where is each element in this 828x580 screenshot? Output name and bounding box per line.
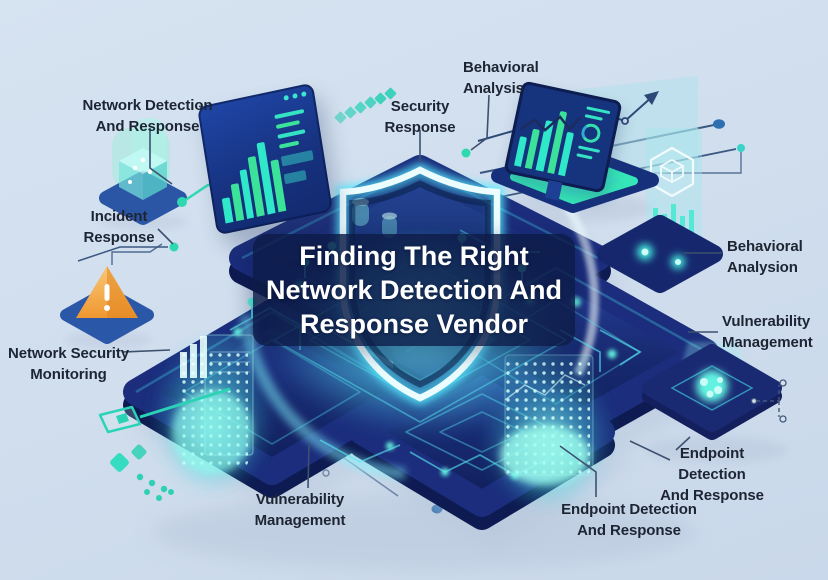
leader-network-security-monitoring [121, 349, 171, 353]
cube-hologram-icon [99, 148, 187, 225]
label-endpoint-detection-bottom: Endpoint Detection And Response [561, 501, 697, 539]
title-line-2: Network Detection And [265, 275, 563, 305]
leader-endpoint-right [629, 440, 671, 461]
leader-vulnerability-bottom [307, 442, 310, 489]
node-dot-teal [737, 144, 745, 152]
endpoint-chip-icon [642, 342, 787, 440]
leader-behavioral-top [470, 94, 490, 151]
holographic-data-tower-right [488, 354, 608, 502]
label-endpoint-detection-right: Endpoint Detection And Response [660, 445, 764, 504]
label-security-response: Security Response [384, 98, 456, 136]
node-dot-blue [713, 119, 725, 129]
label-incident-response: Incident Response [83, 208, 155, 246]
tag-icon [98, 387, 231, 434]
title-line-1: Finding The Right [299, 241, 529, 271]
label-vulnerability-management-right: Vulnerability Management [722, 313, 813, 351]
leader-network-detection-b [149, 128, 173, 185]
label-behavioral-analysis-top: Behavioral Analysis [463, 59, 539, 97]
window-dots-icon [283, 91, 307, 101]
label-behavioral-analysion-right: Behavioral Analysion [727, 238, 803, 276]
dotted-diamond-chain-bottom [110, 444, 174, 501]
leader-endpoint-bottom [559, 445, 597, 497]
title-banner: Finding The Right Network Detection And … [253, 234, 575, 346]
hexagon-hologram-icon [597, 146, 723, 293]
bar-chart-icon [212, 128, 287, 224]
title-line-3: Response Vendor [299, 309, 529, 339]
holographic-data-tower-left [157, 330, 267, 486]
donut-chart-icon [579, 121, 603, 145]
label-network-detection-and-response: Network Detection And Response [82, 97, 213, 135]
label-network-security-monitoring: Network Security Monitoring [8, 345, 129, 383]
leader-endpoint-right-b [675, 436, 691, 451]
dotted-diamond-chain-top [334, 87, 397, 124]
label-vulnerability-management-bottom: Vulnerability Management [254, 491, 346, 529]
analytics-monitor-icon [503, 80, 623, 201]
trend-line-icon [520, 115, 582, 132]
warning-pyramid-icon [60, 266, 154, 344]
leader-incident-response [157, 228, 174, 245]
